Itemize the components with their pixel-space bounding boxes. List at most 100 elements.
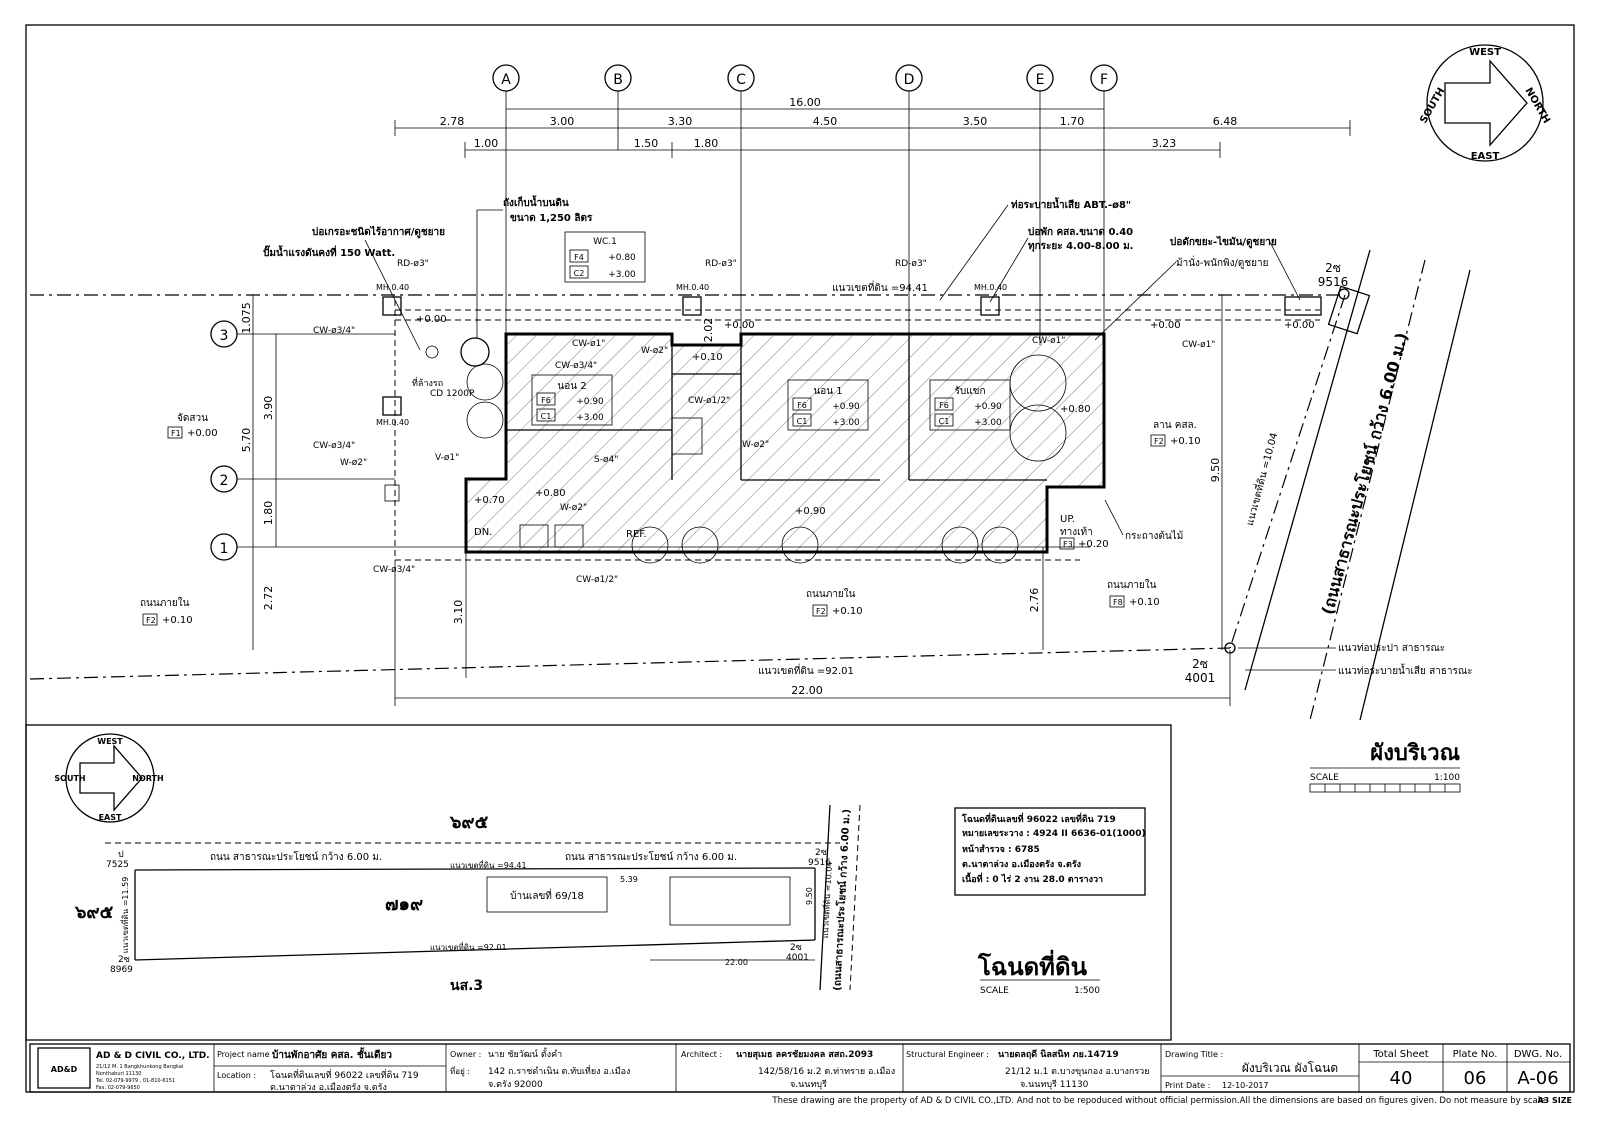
svg-text:WEST: WEST <box>97 737 123 746</box>
svg-text:21/12 ม.1 ต.บางขุนกอง อ.บางกรว: 21/12 ม.1 ต.บางขุนกอง อ.บางกรวย <box>1005 1067 1150 1077</box>
svg-text:แนวท่อประปา สาธารณะ: แนวท่อประปา สาธารณะ <box>1338 643 1445 654</box>
svg-text:MH.0.40: MH.0.40 <box>376 418 409 427</box>
area-labels: จัดสวน F1 +0.00 ลาน คสล. F2 +0.10 ถนนภาย… <box>140 413 1201 626</box>
title-block: AD&D AD & D CIVIL CO., LTD. 21/12 M. 1 B… <box>29 1043 1571 1093</box>
svg-text:ต.นาตาล่วง อ.เมืองตรัง จ.ตรัง: ต.นาตาล่วง อ.เมืองตรัง จ.ตรัง <box>962 858 1081 870</box>
svg-text:DWG. No.: DWG. No. <box>1514 1049 1562 1060</box>
svg-text:SCALE: SCALE <box>980 986 1009 996</box>
svg-text:+3.00: +3.00 <box>576 413 604 423</box>
svg-text:นายสุเมธ ลครชัยมงคล สสถ.2093: นายสุเมธ ลครชัยมงคล สสถ.2093 <box>736 1049 873 1060</box>
svg-text:Drawing Title :: Drawing Title : <box>1165 1050 1223 1059</box>
svg-text:5.39: 5.39 <box>620 875 638 884</box>
svg-text:+0.10: +0.10 <box>692 352 723 363</box>
svg-text:3: 3 <box>220 328 229 344</box>
svg-text:RD-ø3": RD-ø3" <box>705 259 737 269</box>
svg-text:Project name :: Project name : <box>217 1050 275 1059</box>
svg-text:CW-ø1": CW-ø1" <box>572 339 605 349</box>
svg-text:EAST: EAST <box>1471 151 1500 162</box>
svg-text:DN.: DN. <box>474 527 492 538</box>
svg-text:F6: F6 <box>939 401 949 410</box>
svg-text:UP.: UP. <box>1060 514 1075 525</box>
svg-text:+3.00: +3.00 <box>832 418 860 428</box>
svg-text:Structural Engineer :: Structural Engineer : <box>906 1050 989 1059</box>
svg-text:Total Sheet: Total Sheet <box>1372 1049 1429 1060</box>
floor-levels: +0.90 +0.70 +0.80 +0.80 +0.10 +0.00 +0.0… <box>412 314 1315 550</box>
utility-lines <box>394 300 1320 561</box>
svg-text:+0.00: +0.00 <box>416 314 447 325</box>
grid-col-d: D <box>895 64 923 345</box>
svg-text:ผังบริเวณ ผังโฉนด: ผังบริเวณ ผังโฉนด <box>1242 1061 1338 1075</box>
svg-text:4001: 4001 <box>786 953 809 963</box>
svg-text:06: 06 <box>1464 1068 1487 1089</box>
company-logo-icon <box>37 1047 91 1089</box>
svg-text:W-ø2": W-ø2" <box>340 458 367 468</box>
svg-text:CW-ø3/4": CW-ø3/4" <box>313 326 355 336</box>
svg-text:หน้าสำรวจ : 6785: หน้าสำรวจ : 6785 <box>962 844 1040 855</box>
svg-text:3.30: 3.30 <box>668 115 693 128</box>
deed-panel <box>25 724 1172 1041</box>
svg-text:NORTH: NORTH <box>132 774 163 783</box>
svg-text:WC.1: WC.1 <box>593 237 617 247</box>
svg-text:F3: F3 <box>1063 540 1073 549</box>
svg-text:1.80: 1.80 <box>262 501 275 526</box>
svg-text:Nonthaburi 11130: Nonthaburi 11130 <box>96 1071 141 1077</box>
svg-text:ทุกระยะ 4.00-8.00 ม.: ทุกระยะ 4.00-8.00 ม. <box>1028 241 1133 252</box>
svg-text:ถังเก็บน้ำบนดิน: ถังเก็บน้ำบนดิน <box>503 195 569 209</box>
svg-text:จัดสวน: จัดสวน <box>177 413 208 424</box>
svg-text:AD&D: AD&D <box>51 1065 78 1074</box>
svg-text:โฉนดที่ดินเลขที่ 96022 เลขที่ด: โฉนดที่ดินเลขที่ 96022 เลขที่ดิน 719 <box>961 812 1116 825</box>
svg-text:2.02: 2.02 <box>702 318 715 343</box>
svg-text:F: F <box>1100 72 1108 88</box>
grid-row-2: 2 <box>210 465 395 493</box>
svg-text:C1: C1 <box>541 412 552 421</box>
svg-text:ผังบริเวณ: ผังบริเวณ <box>1370 741 1460 766</box>
svg-text:CW-ø3/4": CW-ø3/4" <box>555 361 597 371</box>
svg-text:๗๑๙: ๗๑๙ <box>385 894 423 915</box>
svg-text:SCALE: SCALE <box>1310 773 1339 783</box>
svg-text:2: 2 <box>220 473 229 489</box>
svg-text:1.00: 1.00 <box>474 137 499 150</box>
site-plan-title: ผังบริเวณ SCALE 1:100 <box>1309 741 1461 793</box>
svg-text:Fax. 02-079-9650: Fax. 02-079-9650 <box>96 1085 140 1091</box>
svg-text:2ซ: 2ซ <box>790 943 802 953</box>
svg-text:SOUTH: SOUTH <box>54 774 85 783</box>
svg-text:9.50: 9.50 <box>805 887 814 905</box>
svg-text:F2: F2 <box>146 616 156 625</box>
svg-text:W-ø2": W-ø2" <box>742 440 769 450</box>
svg-text:4.50: 4.50 <box>813 115 838 128</box>
svg-text:โฉนดที่ดินเลขที่ 96022 เลขที่ด: โฉนดที่ดินเลขที่ 96022 เลขที่ดิน 719 <box>270 1068 419 1081</box>
svg-text:บ้านพักอาศัย คสล. ชั้นเดียว: บ้านพักอาศัย คสล. ชั้นเดียว <box>272 1047 392 1061</box>
svg-text:9.50: 9.50 <box>1209 458 1222 483</box>
svg-text:MH.0.40: MH.0.40 <box>974 283 1007 292</box>
svg-text:นาย ชัยวัฒน์ ตั้งคำ: นาย ชัยวัฒน์ ตั้งคำ <box>488 1047 562 1060</box>
svg-text:๖๙๕: ๖๙๕ <box>449 812 489 833</box>
svg-text:CW-ø3/4": CW-ø3/4" <box>313 441 355 451</box>
svg-text:+3.00: +3.00 <box>974 418 1002 428</box>
svg-text:+0.00: +0.00 <box>187 428 218 439</box>
svg-text:3.00: 3.00 <box>550 115 575 128</box>
boundary-bottom-label: แนวเขตที่ดิน =92.01 <box>758 663 854 677</box>
svg-text:2.76: 2.76 <box>1028 588 1041 613</box>
dimension-lines-top: 16.00 2.78 3.00 3.30 4.50 3.50 1.70 6.48… <box>394 96 1351 158</box>
svg-text:Owner :: Owner : <box>450 1050 481 1059</box>
svg-text:ขนาด 1,250 ลิตร: ขนาด 1,250 ลิตร <box>510 212 593 224</box>
svg-text:CW-ø1": CW-ø1" <box>1032 336 1065 346</box>
grid-col-c: C <box>727 64 755 345</box>
grid-columns: A B C D E F <box>492 64 1118 345</box>
boundary-top-label: แนวเขตที่ดิน =94.41 <box>832 280 928 294</box>
svg-text:(ถนนสาธารณะประโยชน์ กว้าง 6.00: (ถนนสาธารณะประโยชน์ กว้าง 6.00 ม.) <box>830 809 853 991</box>
svg-text:F4: F4 <box>574 253 584 262</box>
svg-text:ลาน คสล.: ลาน คสล. <box>1153 420 1197 431</box>
svg-text:CW-ø3/4": CW-ø3/4" <box>373 565 415 575</box>
svg-text:1:500: 1:500 <box>1074 986 1100 996</box>
svg-text:7525: 7525 <box>106 860 129 870</box>
svg-text:A: A <box>501 72 511 88</box>
svg-text:+0.10: +0.10 <box>832 606 863 617</box>
svg-text:5.70: 5.70 <box>240 428 253 453</box>
water-tank-symbol <box>460 337 490 367</box>
svg-text:ทางเท้า: ทางเท้า <box>1060 526 1093 538</box>
svg-text:นายดลฤดี นิลสนิท ภย.14719: นายดลฤดี นิลสนิท ภย.14719 <box>998 1049 1119 1060</box>
svg-text:นอน 2: นอน 2 <box>557 381 586 392</box>
svg-text:C: C <box>736 72 746 88</box>
svg-text:AD & D CIVIL CO., LTD.: AD & D CIVIL CO., LTD. <box>96 1051 210 1061</box>
